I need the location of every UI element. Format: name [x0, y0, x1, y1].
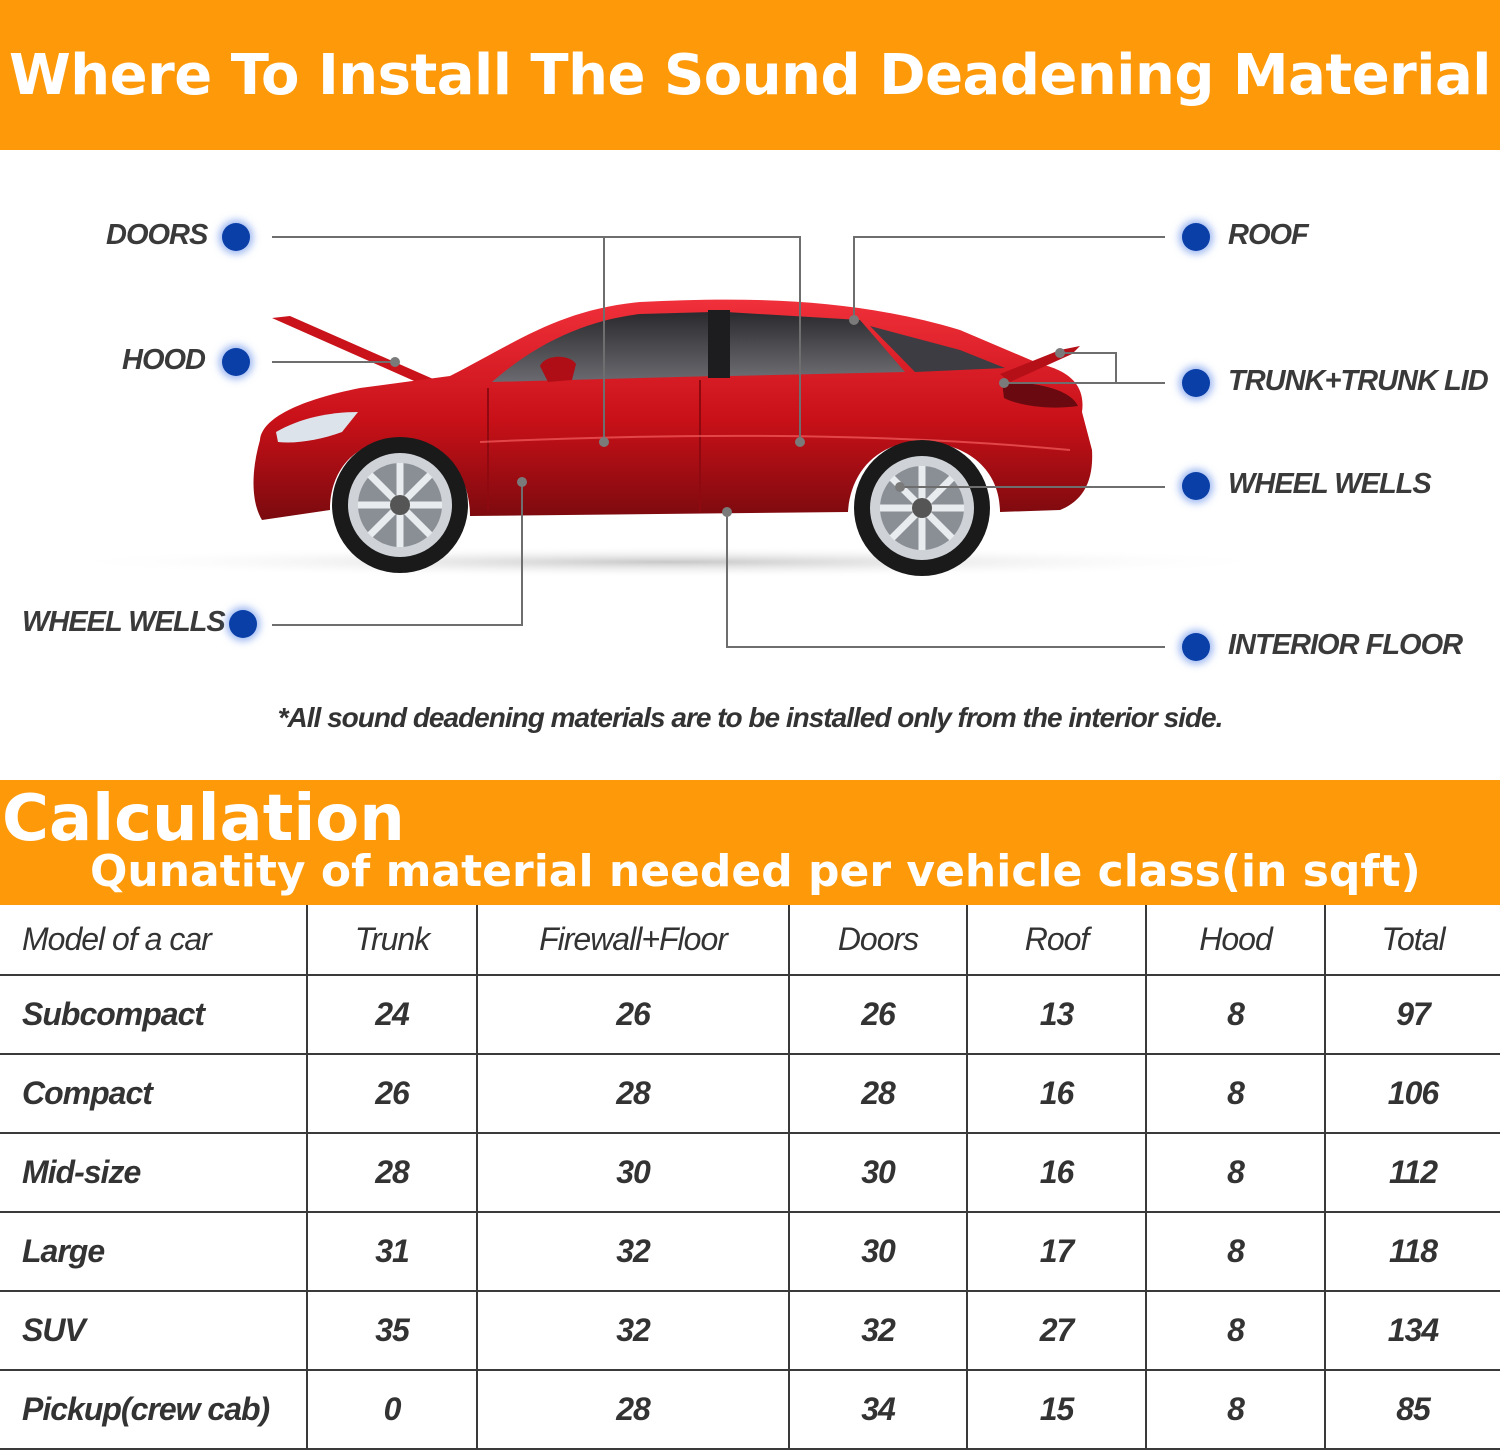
- cell-total: 97: [1325, 975, 1500, 1055]
- table-row: Mid-size 28 30 30 16 8 112: [0, 1133, 1500, 1213]
- calculation-banner: Calculation Qunatity of material needed …: [0, 780, 1500, 905]
- marker-dot-wheel-wells-left: [229, 610, 257, 638]
- cell-hood: 8: [1146, 1133, 1326, 1213]
- install-diagram: DOORS HOOD WHEEL WELLS ROOF TRUNK+TRUNK …: [0, 150, 1500, 780]
- header-roof: Roof: [967, 905, 1147, 976]
- cell-total: 134: [1325, 1291, 1500, 1371]
- rear-window: [726, 312, 905, 376]
- header-doors: Doors: [789, 905, 968, 976]
- label-roof: ROOF: [1228, 219, 1309, 251]
- table-row: Large 31 32 30 17 8 118: [0, 1212, 1500, 1292]
- cell-hood: 8: [1146, 975, 1326, 1055]
- marker-dot-hood: [222, 348, 250, 376]
- cell-hood: 8: [1146, 1370, 1326, 1450]
- leader-lines: [272, 236, 1165, 648]
- cell-doors: 34: [789, 1370, 968, 1450]
- label-interior-floor: INTERIOR FLOOR: [1228, 629, 1463, 661]
- taillight: [1002, 382, 1078, 408]
- front-wheel: [332, 437, 468, 573]
- header-trunk: Trunk: [307, 905, 478, 976]
- cell-roof: 27: [967, 1291, 1147, 1371]
- cell-trunk: 0: [307, 1370, 478, 1450]
- cell-total: 85: [1325, 1370, 1500, 1450]
- hood-panel: [272, 316, 440, 388]
- cell-firewall-floor: 26: [477, 975, 790, 1055]
- cell-doors: 30: [789, 1133, 968, 1213]
- cell-firewall-floor: 32: [477, 1291, 790, 1371]
- cell-doors: 30: [789, 1212, 968, 1292]
- marker-dot-interior-floor: [1182, 633, 1210, 661]
- label-wheel-wells-left: WHEEL WELLS: [22, 606, 226, 638]
- table-row: Pickup(crew cab) 0 28 34 15 8 85: [0, 1370, 1500, 1450]
- cell-model: Compact: [0, 1054, 308, 1134]
- cell-roof: 15: [967, 1370, 1147, 1450]
- label-trunk: TRUNK+TRUNK LID: [1228, 365, 1489, 397]
- installation-footnote: *All sound deadening materials are to be…: [277, 702, 1224, 733]
- cell-firewall-floor: 30: [477, 1133, 790, 1213]
- headlight: [276, 412, 358, 443]
- table-row: Compact 26 28 28 16 8 106: [0, 1054, 1500, 1134]
- cell-roof: 17: [967, 1212, 1147, 1292]
- cell-hood: 8: [1146, 1054, 1326, 1134]
- cell-trunk: 24: [307, 975, 478, 1055]
- page-title: Where To Install The Sound Deadening Mat…: [9, 42, 1491, 108]
- marker-dot-roof: [1182, 223, 1210, 251]
- cell-model: Large: [0, 1212, 308, 1292]
- cell-trunk: 31: [307, 1212, 478, 1292]
- marker-dot-wheel-wells-right: [1182, 472, 1210, 500]
- cell-trunk: 26: [307, 1054, 478, 1134]
- header-total: Total: [1325, 905, 1500, 976]
- material-quantity-table: Model of a car Trunk Firewall+Floor Door…: [0, 905, 1500, 1450]
- header-firewall-floor: Firewall+Floor: [477, 905, 790, 976]
- cell-doors: 26: [789, 975, 968, 1055]
- rear-wheel: [854, 440, 990, 576]
- cell-model: Pickup(crew cab): [0, 1370, 308, 1450]
- cell-total: 112: [1325, 1133, 1500, 1213]
- cell-firewall-floor: 28: [477, 1370, 790, 1450]
- leader-endpoints: [390, 315, 1065, 517]
- marker-dot-trunk: [1182, 369, 1210, 397]
- cell-doors: 32: [789, 1291, 968, 1371]
- ground-shadow: [50, 546, 1290, 578]
- cell-roof: 16: [967, 1054, 1147, 1134]
- side-mirror: [540, 356, 576, 382]
- label-doors: DOORS: [106, 219, 208, 251]
- marker-dot-doors: [222, 223, 250, 251]
- label-wheel-wells-right: WHEEL WELLS: [1228, 468, 1432, 500]
- label-hood: HOOD: [122, 344, 206, 376]
- cell-trunk: 28: [307, 1133, 478, 1213]
- cell-roof: 16: [967, 1133, 1147, 1213]
- cell-total: 118: [1325, 1212, 1500, 1292]
- cell-roof: 13: [967, 975, 1147, 1055]
- header-hood: Hood: [1146, 905, 1326, 976]
- table-header-row: Model of a car Trunk Firewall+Floor Door…: [0, 905, 1500, 976]
- cell-hood: 8: [1146, 1212, 1326, 1292]
- header-model: Model of a car: [0, 905, 308, 976]
- cell-hood: 8: [1146, 1291, 1326, 1371]
- cell-firewall-floor: 32: [477, 1212, 790, 1292]
- cell-trunk: 35: [307, 1291, 478, 1371]
- b-pillar: [708, 310, 730, 378]
- table-row: Subcompact 24 26 26 13 8 97: [0, 975, 1500, 1055]
- cell-model: Mid-size: [0, 1133, 308, 1213]
- cell-total: 106: [1325, 1054, 1500, 1134]
- header-banner: Where To Install The Sound Deadening Mat…: [0, 0, 1500, 150]
- quarter-window: [870, 326, 1005, 372]
- cell-firewall-floor: 28: [477, 1054, 790, 1134]
- cell-model: SUV: [0, 1291, 308, 1371]
- cell-model: Subcompact: [0, 975, 308, 1055]
- table-row: SUV 35 32 32 27 8 134: [0, 1291, 1500, 1371]
- calculation-subtitle: Qunatity of material needed per vehicle …: [90, 846, 1421, 897]
- cell-doors: 28: [789, 1054, 968, 1134]
- calculation-title: Calculation: [2, 782, 405, 856]
- car-illustration: [50, 236, 1290, 648]
